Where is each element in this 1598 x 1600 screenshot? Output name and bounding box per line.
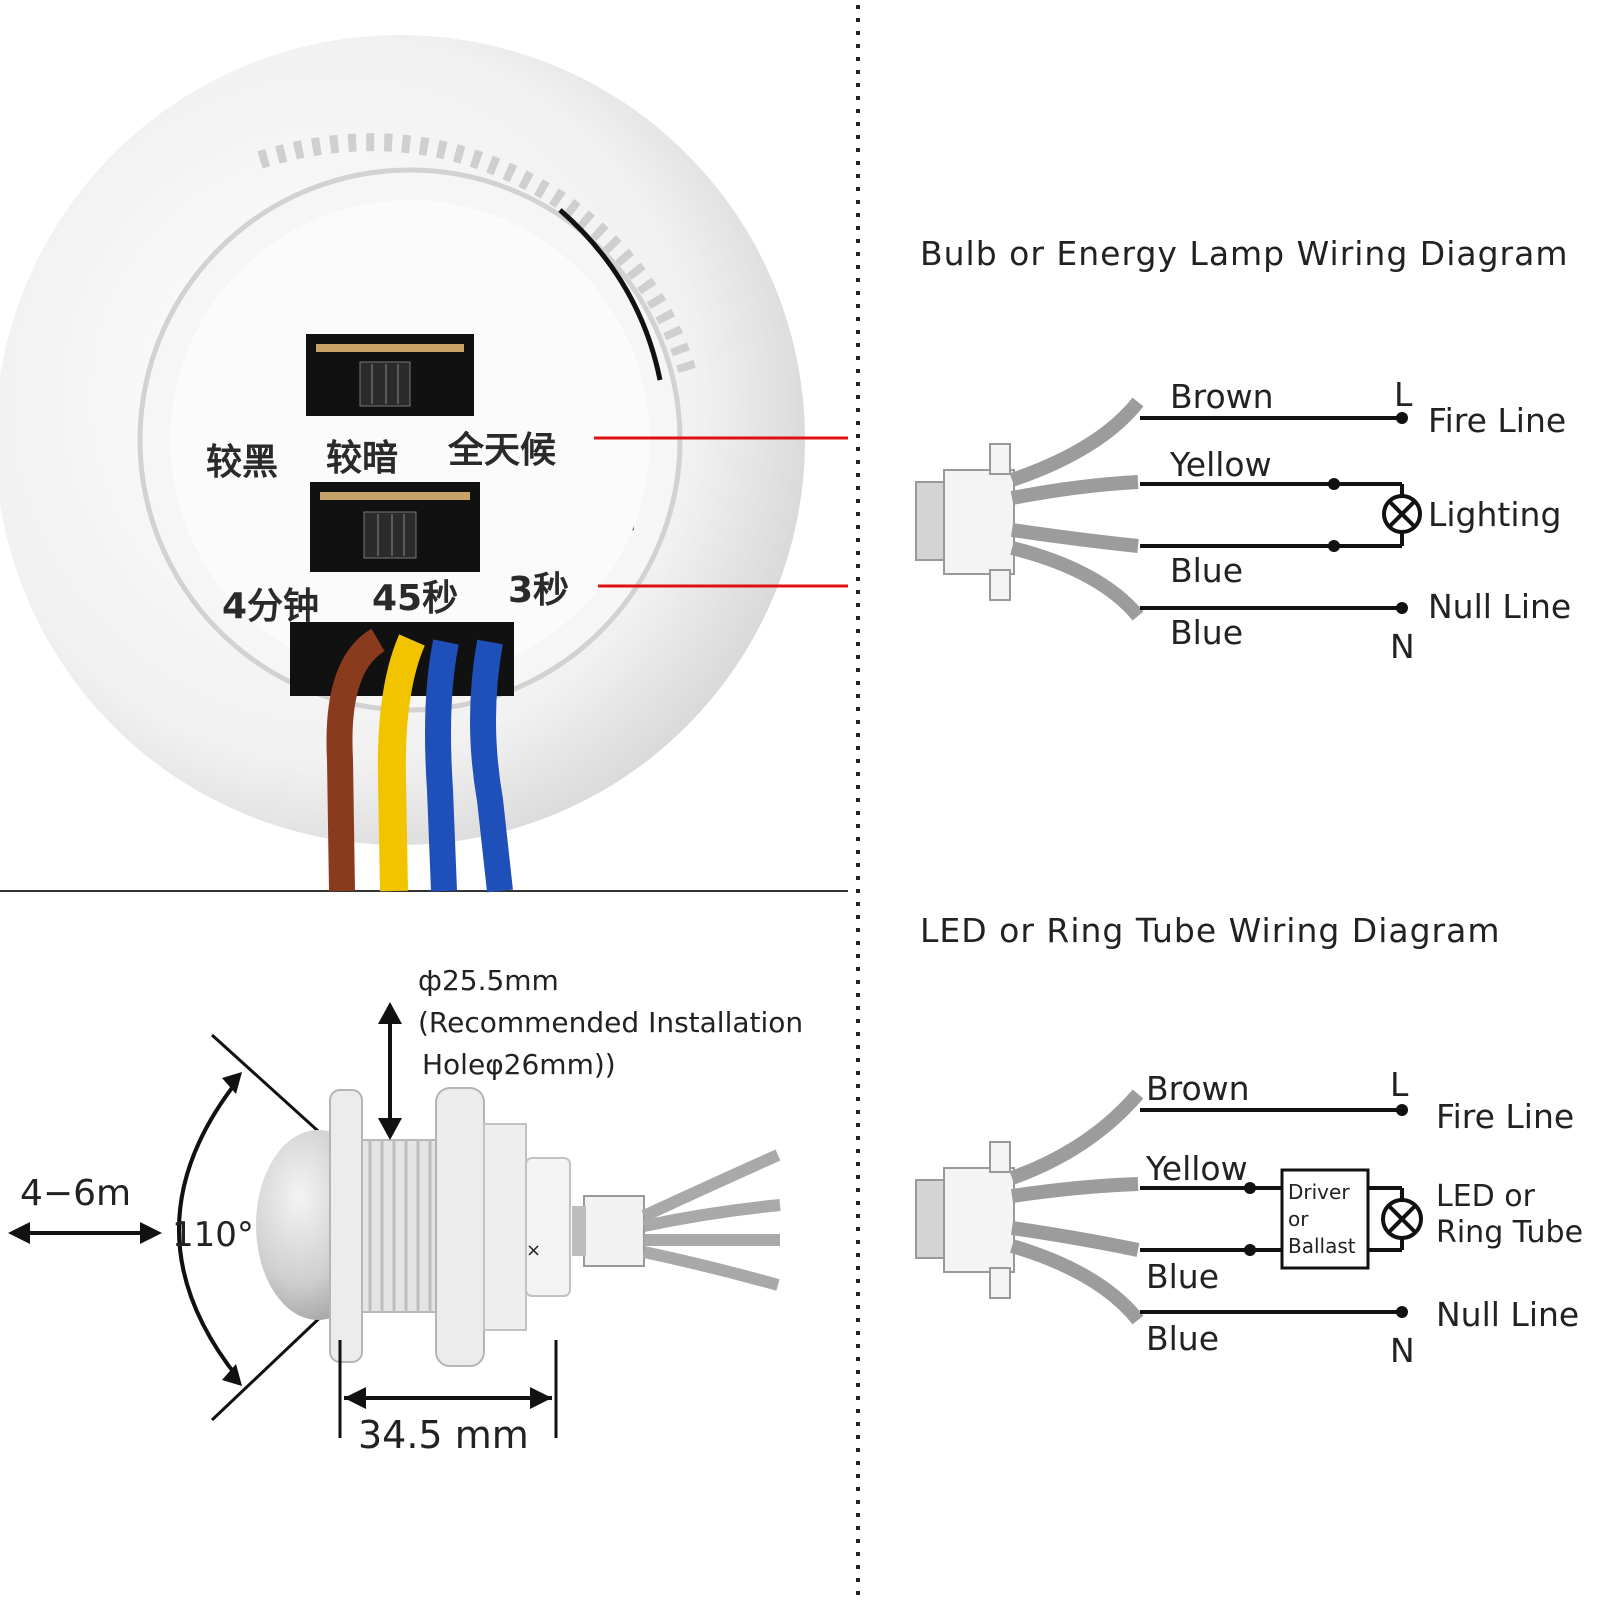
- wire-blue-2: [470, 639, 513, 893]
- bulb-diagram-title: Bulb or Energy Lamp Wiring Diagram: [920, 234, 1568, 273]
- led-wire-yellow: [1010, 1177, 1139, 1203]
- diameter-label: ф25.5mm: [418, 964, 559, 997]
- bulb-wire-yellow: [1010, 475, 1139, 505]
- wire-brown: [326, 628, 386, 892]
- bulb-wire-blue-1: [1010, 523, 1139, 553]
- lamp-icon: [1382, 494, 1422, 534]
- driver-label-1: Driver: [1288, 1180, 1350, 1204]
- install-hole-label-2: Holeφ26mm)): [422, 1048, 616, 1081]
- led-wiring-diagram: LED or Ring Tube Wiring Diagram Driver o…: [915, 911, 1583, 1370]
- cross-mark: ×: [526, 1240, 541, 1261]
- bulb-wire-blue-2: [1010, 541, 1144, 621]
- led-terminal-l: L: [1390, 1065, 1409, 1104]
- bulb-label-blue-1: Blue: [1170, 551, 1243, 590]
- time-label-4min: 4分钟: [222, 586, 319, 627]
- threaded-body: [361, 1139, 437, 1313]
- driver-label-2: or: [1288, 1207, 1309, 1231]
- sensitivity-label-dim: 较暗: [326, 438, 398, 479]
- install-hole-label-1: (Recommended Installation: [418, 1006, 803, 1039]
- time-label-45s: 45秒: [372, 578, 458, 619]
- knurled-collar: [483, 1123, 527, 1331]
- range-label: 4−6m: [20, 1173, 131, 1214]
- sensitivity-label-darker: 较黑: [206, 442, 278, 483]
- led-wire-brown: [1009, 1089, 1144, 1185]
- led-label-blue-1: Blue: [1146, 1257, 1219, 1296]
- led-lamp-label-1: LED or: [1436, 1179, 1536, 1214]
- led-fire-line-label: Fire Line: [1436, 1097, 1574, 1136]
- bulb-wiring-diagram: Bulb or Energy Lamp Wiring Diagram: [915, 234, 1571, 666]
- driver-label-3: Ballast: [1288, 1234, 1356, 1258]
- driver-ballast-box: Driver or Ballast: [1280, 1168, 1370, 1270]
- bulb-connector: [915, 443, 1015, 601]
- field-line-upper: [210, 1033, 330, 1142]
- led-wire-blue-2: [1010, 1239, 1144, 1325]
- bulb-label-brown: Brown: [1170, 377, 1274, 416]
- led-diagram-title: LED or Ring Tube Wiring Diagram: [920, 911, 1500, 950]
- bulb-terminal-l: L: [1394, 375, 1413, 414]
- led-terminal-n: N: [1390, 1331, 1415, 1370]
- connector: [583, 1195, 645, 1267]
- sensitivity-label-all-day: 全天候: [447, 429, 556, 471]
- sensor-back-photo: 较黑 较暗 全天候 4分钟 45秒 3秒: [0, 35, 848, 893]
- front-flange: [329, 1089, 363, 1363]
- length-label: 34.5 mm: [358, 1413, 529, 1457]
- led-null-line-label: Null Line: [1436, 1295, 1579, 1334]
- rear-cap: [525, 1157, 571, 1297]
- led-lamp-label-2: Ring Tube: [1436, 1215, 1583, 1250]
- led-label-blue-2: Blue: [1146, 1319, 1219, 1358]
- dimension-drawing: 4−6m 110° ×: [8, 964, 803, 1457]
- led-label-yellow: Yellow: [1145, 1149, 1248, 1188]
- wire-blue-1: [425, 639, 459, 892]
- wire-yellow: [377, 634, 425, 892]
- bulb-fire-line-label: Fire Line: [1428, 401, 1566, 440]
- bulb-wire-brown: [1009, 397, 1144, 487]
- bulb-null-line-label: Null Line: [1428, 587, 1571, 626]
- bulb-terminal-n: N: [1390, 627, 1415, 666]
- bulb-label-yellow: Yellow: [1169, 445, 1272, 484]
- lock-nut: [435, 1087, 485, 1367]
- bulb-lighting-label: Lighting: [1428, 495, 1561, 534]
- led-wire-blue-1: [1010, 1221, 1140, 1257]
- knurled-ring: [257, 133, 699, 383]
- bulb-label-blue-2: Blue: [1170, 613, 1243, 652]
- angle-label: 110°: [172, 1215, 254, 1255]
- time-label-3s: 3秒: [508, 570, 569, 611]
- led-label-brown: Brown: [1146, 1069, 1250, 1108]
- led-lamp-icon: [1381, 1198, 1423, 1240]
- led-connector: [915, 1141, 1015, 1299]
- field-line-lower: [210, 1308, 330, 1422]
- angle-arc: [177, 1078, 240, 1380]
